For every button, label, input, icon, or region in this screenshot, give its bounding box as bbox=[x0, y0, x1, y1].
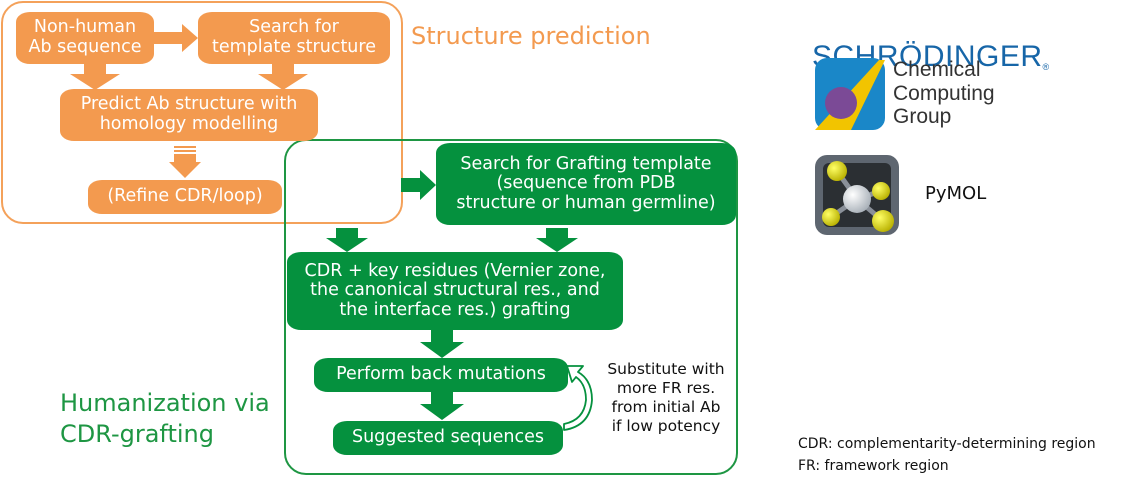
loop-note: Substitute with more FR res. from initia… bbox=[607, 360, 725, 435]
arrow-right-icon bbox=[401, 170, 436, 200]
legend-fr: FR: framework region bbox=[798, 458, 949, 474]
structure-prediction-title: Structure prediction bbox=[411, 22, 651, 50]
arrow-stripe bbox=[174, 146, 196, 148]
arrow-down-icon bbox=[70, 64, 120, 90]
arrow-right-icon bbox=[152, 24, 198, 52]
loop-arrow-icon bbox=[563, 365, 593, 431]
node-non-human-ab-sequence: Non-human Ab sequence bbox=[16, 12, 154, 64]
arrow-stripe bbox=[174, 150, 196, 152]
pymol-logo-text: PyMOL bbox=[925, 183, 987, 204]
humanization-frame bbox=[284, 139, 738, 475]
legend-cdr: CDR: complementarity-determining region bbox=[798, 436, 1096, 452]
node-perform-back-mutations: Perform back mutations bbox=[314, 358, 568, 392]
humanization-title: Humanization via CDR-grafting bbox=[60, 389, 270, 449]
arrow-down-icon bbox=[169, 154, 201, 178]
ccg-logo-text: Chemical Computing Group bbox=[893, 58, 995, 129]
registered-mark: ® bbox=[1042, 62, 1050, 72]
arrow-down-icon bbox=[258, 64, 308, 90]
arrow-down-icon bbox=[536, 228, 578, 252]
node-refine-cdr-loop: (Refine CDR/loop) bbox=[88, 180, 282, 214]
arrow-down-icon bbox=[326, 228, 368, 252]
node-suggested-sequences: Suggested sequences bbox=[333, 421, 563, 455]
arrow-down-icon bbox=[420, 392, 464, 420]
pymol-logo-icon bbox=[815, 155, 899, 235]
structure-prediction-frame bbox=[1, 1, 403, 224]
ccg-logo-icon bbox=[815, 58, 885, 130]
node-search-template-structure: Search for template structure bbox=[198, 12, 390, 64]
node-predict-ab-structure: Predict Ab structure with homology model… bbox=[60, 89, 318, 141]
node-cdr-key-residues-grafting: CDR + key residues (Vernier zone, the ca… bbox=[287, 252, 623, 330]
arrow-down-icon bbox=[420, 330, 464, 358]
node-search-grafting-template: Search for Grafting template (sequence f… bbox=[436, 143, 736, 225]
